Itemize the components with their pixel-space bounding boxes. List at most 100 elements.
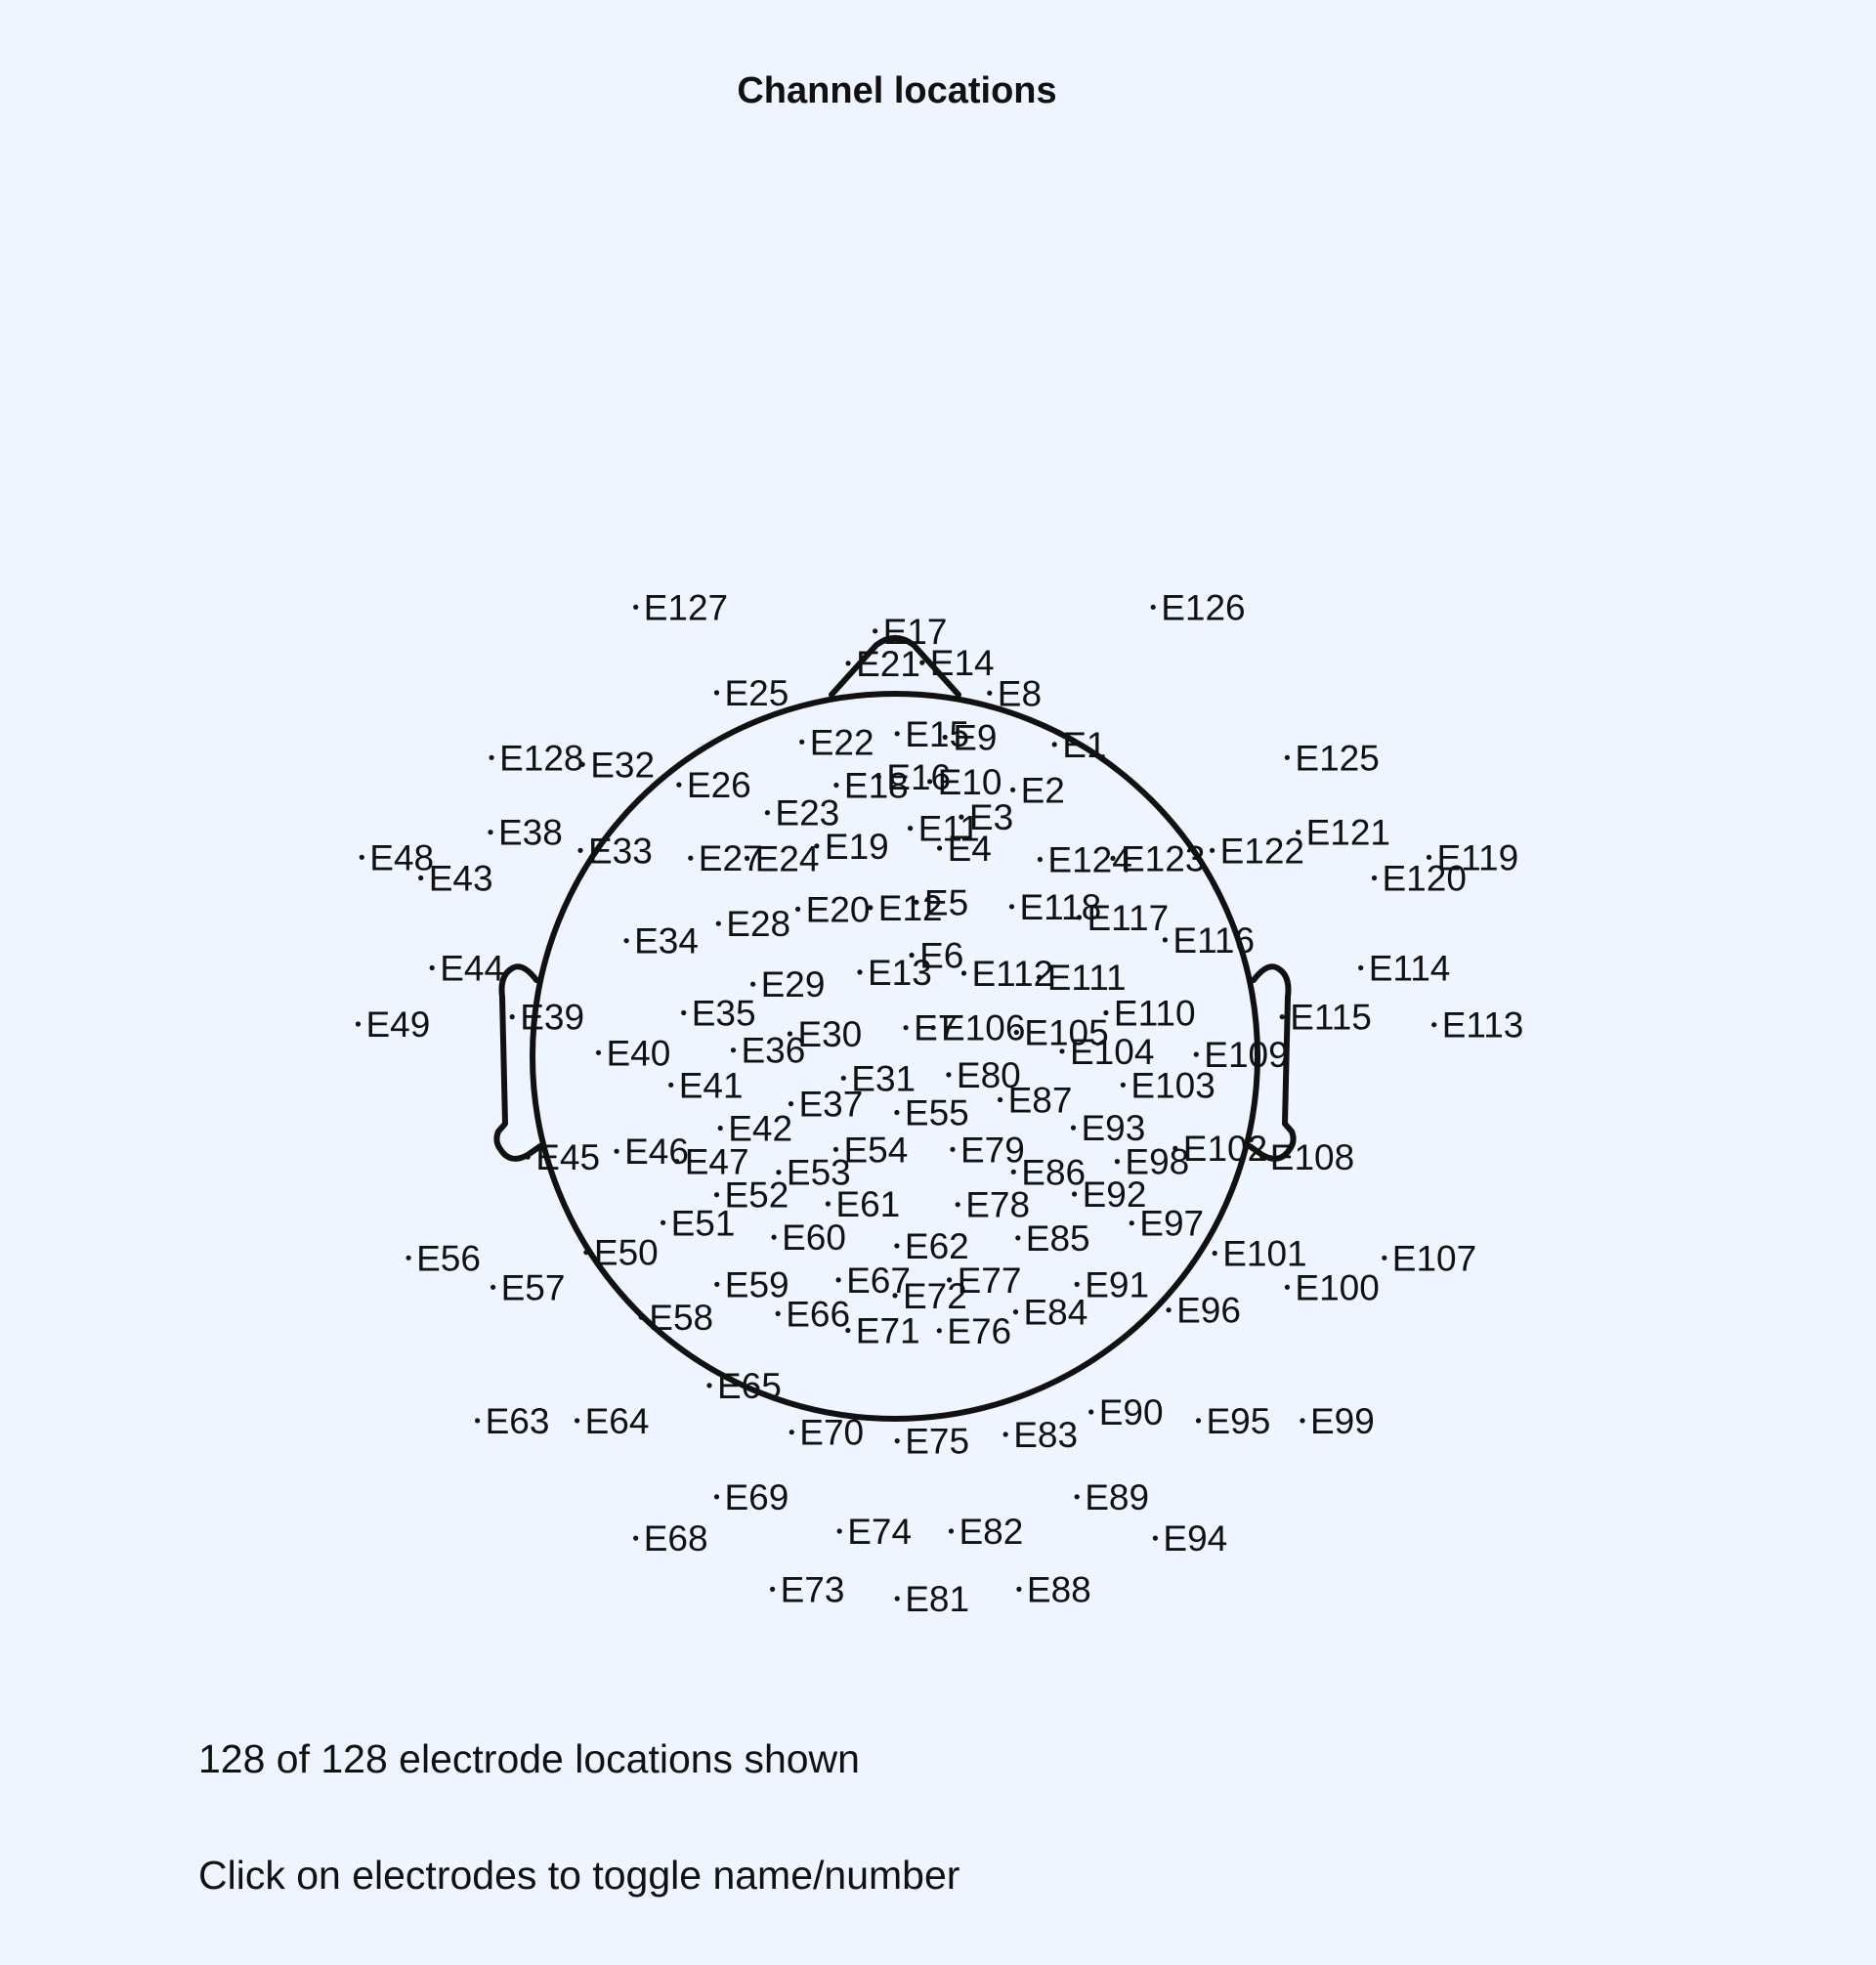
electrode-e121[interactable]: E121 [1296, 813, 1390, 853]
electrode-e68[interactable]: E68 [633, 1518, 708, 1559]
electrode-label[interactable]: E52 [725, 1175, 789, 1216]
electrode-dot[interactable] [1037, 974, 1043, 980]
electrode-dot[interactable] [681, 1009, 687, 1016]
electrode-e8[interactable]: E8 [987, 673, 1042, 713]
electrode-dot[interactable] [814, 843, 820, 849]
electrode-dot[interactable] [706, 1383, 712, 1388]
electrode-label[interactable]: E85 [1026, 1218, 1090, 1259]
electrode-label[interactable]: E41 [679, 1065, 744, 1105]
electrode-dot[interactable] [894, 1438, 900, 1444]
electrode-dot[interactable] [633, 1535, 639, 1541]
electrode-dot[interactable] [1195, 1418, 1202, 1424]
electrode-label[interactable]: E18 [844, 766, 909, 806]
electrode-dot[interactable] [525, 1154, 531, 1160]
electrode-dot[interactable] [894, 731, 900, 737]
electrode-e3[interactable]: E3 [959, 797, 1013, 837]
electrode-e96[interactable]: E96 [1166, 1291, 1241, 1331]
electrode-label[interactable]: E19 [825, 827, 889, 867]
electrode-dot[interactable] [490, 1284, 496, 1290]
electrode-dot[interactable] [1012, 1309, 1019, 1315]
electrode-e92[interactable]: E92 [1072, 1175, 1146, 1215]
electrode-label[interactable]: E4 [948, 829, 992, 869]
electrode-label[interactable]: E58 [649, 1298, 713, 1338]
electrode-label[interactable]: E55 [905, 1093, 969, 1133]
electrode-e101[interactable]: E101 [1212, 1234, 1307, 1274]
electrode-label[interactable]: E75 [905, 1422, 969, 1462]
electrode-label[interactable]: E89 [1085, 1477, 1149, 1517]
electrode-dot[interactable] [825, 1201, 831, 1207]
electrode-e108[interactable]: E108 [1259, 1137, 1354, 1177]
electrode-dot[interactable] [857, 969, 863, 975]
electrode-e104[interactable]: E104 [1059, 1032, 1154, 1072]
electrode-dot[interactable] [987, 690, 993, 696]
electrode-label[interactable]: E12 [878, 888, 943, 928]
electrode-e124[interactable]: E124 [1037, 840, 1132, 880]
electrode-label[interactable]: E102 [1183, 1129, 1267, 1169]
electrode-label[interactable]: E38 [498, 813, 563, 853]
electrode-label[interactable]: E25 [725, 673, 789, 713]
electrode-dot[interactable] [1300, 1418, 1305, 1424]
electrode-e46[interactable]: E46 [614, 1132, 689, 1172]
electrode-label[interactable]: E11 [918, 809, 980, 849]
electrode-e11[interactable]: E11 [908, 809, 980, 849]
electrode-label[interactable]: E100 [1295, 1267, 1379, 1307]
electrode-dot[interactable] [1070, 1125, 1077, 1131]
electrode-label[interactable]: E118 [1020, 887, 1102, 927]
electrode-dot[interactable] [908, 826, 914, 832]
electrode-dot[interactable] [1426, 854, 1432, 860]
electrode-dot[interactable] [795, 906, 801, 913]
electrode-e57[interactable]: E57 [490, 1267, 565, 1307]
electrode-dot[interactable] [1076, 915, 1083, 920]
electrode-label[interactable]: E23 [775, 793, 839, 833]
electrode-label[interactable]: E115 [1290, 998, 1372, 1038]
electrode-e126[interactable]: E126 [1150, 587, 1246, 627]
electrode-dot[interactable] [1010, 787, 1016, 792]
electrode-dot[interactable] [868, 905, 874, 911]
electrode-dot[interactable] [1013, 1029, 1019, 1036]
electrode-e33[interactable]: E33 [577, 831, 653, 871]
electrode-dot[interactable] [674, 1159, 680, 1165]
electrode-dot[interactable] [579, 761, 585, 767]
electrode-e106[interactable]: E106 [930, 1008, 1025, 1048]
electrode-dot[interactable] [575, 1418, 580, 1424]
electrode-label[interactable]: E112 [972, 954, 1054, 994]
electrode-e93[interactable]: E93 [1070, 1108, 1145, 1148]
electrode-e94[interactable]: E94 [1152, 1518, 1227, 1559]
electrode-dot[interactable] [998, 1096, 1003, 1103]
electrode-dot[interactable] [1010, 1169, 1016, 1175]
electrode-dot[interactable] [676, 782, 682, 788]
electrode-e127[interactable]: E127 [633, 587, 728, 627]
electrode-label[interactable]: E73 [781, 1569, 845, 1609]
electrode-e81[interactable]: E81 [894, 1579, 969, 1619]
electrode-e82[interactable]: E82 [948, 1512, 1024, 1552]
electrode-label[interactable]: E101 [1222, 1234, 1306, 1274]
electrode-e58[interactable]: E58 [638, 1298, 713, 1338]
electrode-e88[interactable]: E88 [1016, 1569, 1091, 1609]
electrode-e115[interactable]: E115 [1279, 998, 1372, 1038]
electrode-label[interactable]: E82 [959, 1512, 1024, 1552]
electrode-dot[interactable] [1284, 1284, 1290, 1290]
electrode-dot[interactable] [489, 754, 494, 760]
electrode-e102[interactable]: E102 [1172, 1129, 1267, 1169]
electrode-e105[interactable]: E105 [1013, 1013, 1109, 1053]
electrode-dot[interactable] [787, 1031, 793, 1037]
electrode-dot[interactable] [894, 1243, 900, 1249]
electrode-dot[interactable] [892, 1293, 898, 1299]
electrode-label[interactable]: E60 [782, 1217, 846, 1258]
electrode-e63[interactable]: E63 [475, 1401, 549, 1441]
electrode-label[interactable]: E48 [369, 837, 434, 877]
electrode-label[interactable]: E98 [1125, 1142, 1189, 1182]
electrode-label[interactable]: E35 [692, 994, 756, 1034]
electrode-label[interactable]: E51 [671, 1203, 736, 1243]
electrode-e78[interactable]: E78 [955, 1185, 1030, 1225]
electrode-dot[interactable] [903, 1025, 909, 1031]
electrode-e83[interactable]: E83 [1002, 1415, 1078, 1455]
electrode-label[interactable]: E122 [1220, 831, 1304, 871]
electrode-e62[interactable]: E62 [894, 1226, 969, 1266]
electrode-label[interactable]: E37 [799, 1085, 864, 1125]
electrode-e48[interactable]: E48 [359, 837, 434, 877]
electrode-dot[interactable] [770, 1586, 776, 1592]
electrode-dot[interactable] [1296, 830, 1301, 835]
electrode-label[interactable]: E45 [535, 1137, 600, 1177]
electrode-dot[interactable] [715, 920, 721, 926]
